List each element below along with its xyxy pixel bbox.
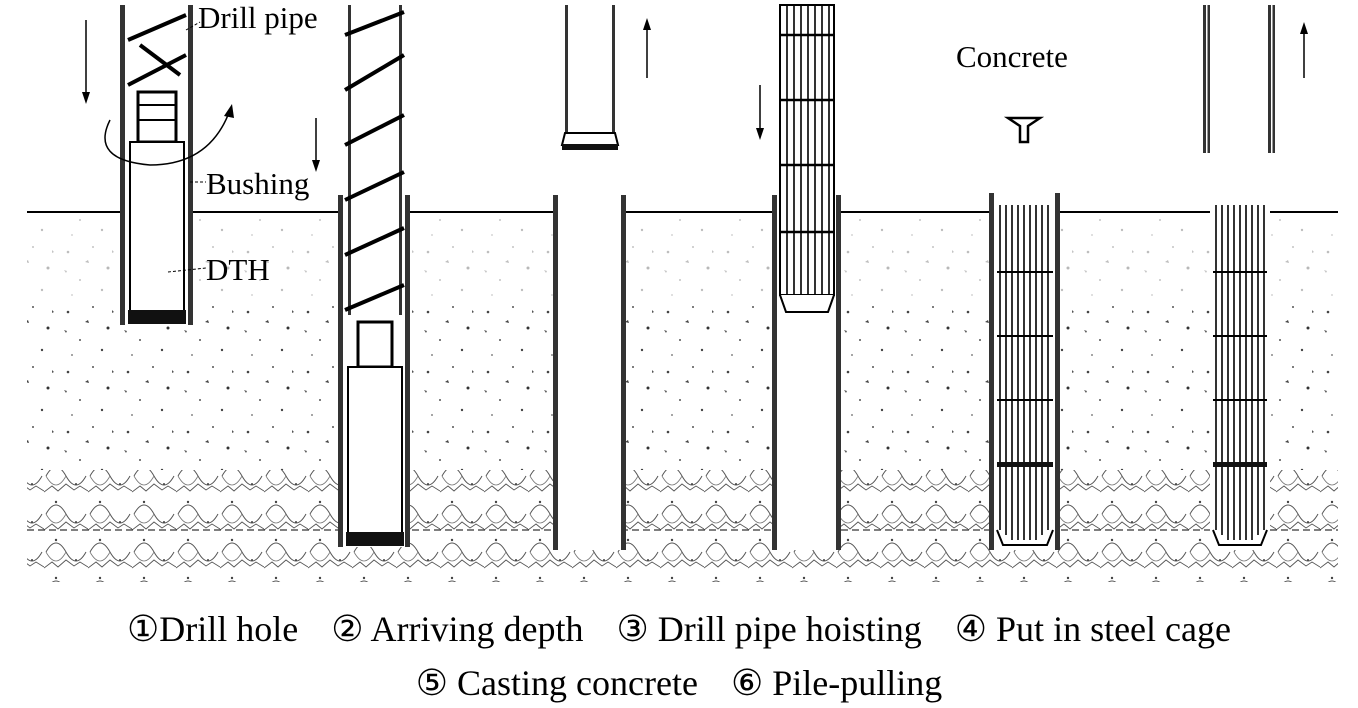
stage-5-steel-cage [996, 205, 1054, 546]
stage-2-drill-pipe-left [348, 5, 351, 315]
step-3-label: ③ Drill pipe hoisting [616, 609, 922, 649]
stage-3-drill-pipe-hoisting [553, 5, 651, 550]
caption-row-1: ①Drill hole ② Arriving depth ③ Drill pip… [0, 608, 1358, 650]
stage-1-auger-flight [127, 13, 187, 87]
stage-4-casing-left [772, 195, 777, 550]
step-5-label: ⑤ Casting concrete [415, 663, 698, 703]
rock-layer [27, 470, 1338, 582]
stage-2-arriving-depth [312, 5, 410, 547]
dth-label: DTH [206, 252, 270, 287]
concrete-funnel-icon [1003, 116, 1045, 144]
stage-3-drill-bit [560, 132, 620, 146]
stage-3-drill-pipe-left [565, 5, 568, 133]
stage-5-bore [992, 193, 1058, 550]
soil-layer [27, 300, 1338, 470]
stage-2-dth-hammer [347, 366, 403, 538]
stage-4-casing-right [836, 195, 841, 550]
stage-1-casing-left [120, 5, 125, 325]
drill-pipe-label: Drill pipe [198, 0, 318, 35]
stage-3-casing-left [553, 195, 558, 550]
drill-pipe-leader [185, 21, 201, 31]
stage-6-steel-cage [1212, 205, 1268, 546]
topsoil-layer [27, 213, 1338, 300]
stage-3-casing-right [621, 195, 626, 550]
step-4-label: ④ Put in steel cage [954, 609, 1231, 649]
stage-4-put-in-steel-cage [756, 4, 841, 550]
construction-process-diagram: Drill pipe Bushing DTH [27, 0, 1338, 582]
stage-3-bore [556, 195, 626, 550]
stage-5-casing-left [989, 193, 994, 550]
stage-1-bushing [136, 90, 178, 144]
ground-layers [27, 211, 1338, 582]
stage-2-drill-bit [346, 532, 404, 546]
step-6-label: ⑥ Pile-pulling [730, 663, 943, 703]
dth-leader [167, 267, 207, 273]
stage-2-drill-pipe-right [399, 5, 402, 315]
stage-2-auger-flight [343, 10, 406, 312]
stage-1-casing-right [188, 5, 193, 325]
stage-3-drill-pipe-right [612, 5, 615, 133]
caption-row-2: ⑤ Casting concrete ⑥ Pile-pulling [0, 662, 1358, 704]
stage-2-casing-left [338, 195, 343, 547]
stage-5-casting-concrete: Concrete [956, 39, 1068, 550]
stage-2-bushing [356, 320, 394, 369]
stage-1-rotation-arrow [104, 109, 231, 166]
stage-1-drill-bit [128, 310, 186, 324]
stage-2-casing-right [405, 195, 410, 547]
stage-1-dth-hammer [129, 141, 185, 318]
stage-4-steel-cage [779, 4, 835, 313]
bushing-label: Bushing [206, 166, 309, 201]
step-1-label: ①Drill hole [127, 609, 299, 649]
step-2-label: ② Arriving depth [331, 609, 584, 649]
concrete-label: Concrete [956, 39, 1068, 74]
stage-1-drill-hole: Drill pipe Bushing DTH [82, 0, 318, 325]
stage-5-casing-right [1055, 193, 1060, 550]
stage-6-pile-pulling [1203, 5, 1308, 550]
